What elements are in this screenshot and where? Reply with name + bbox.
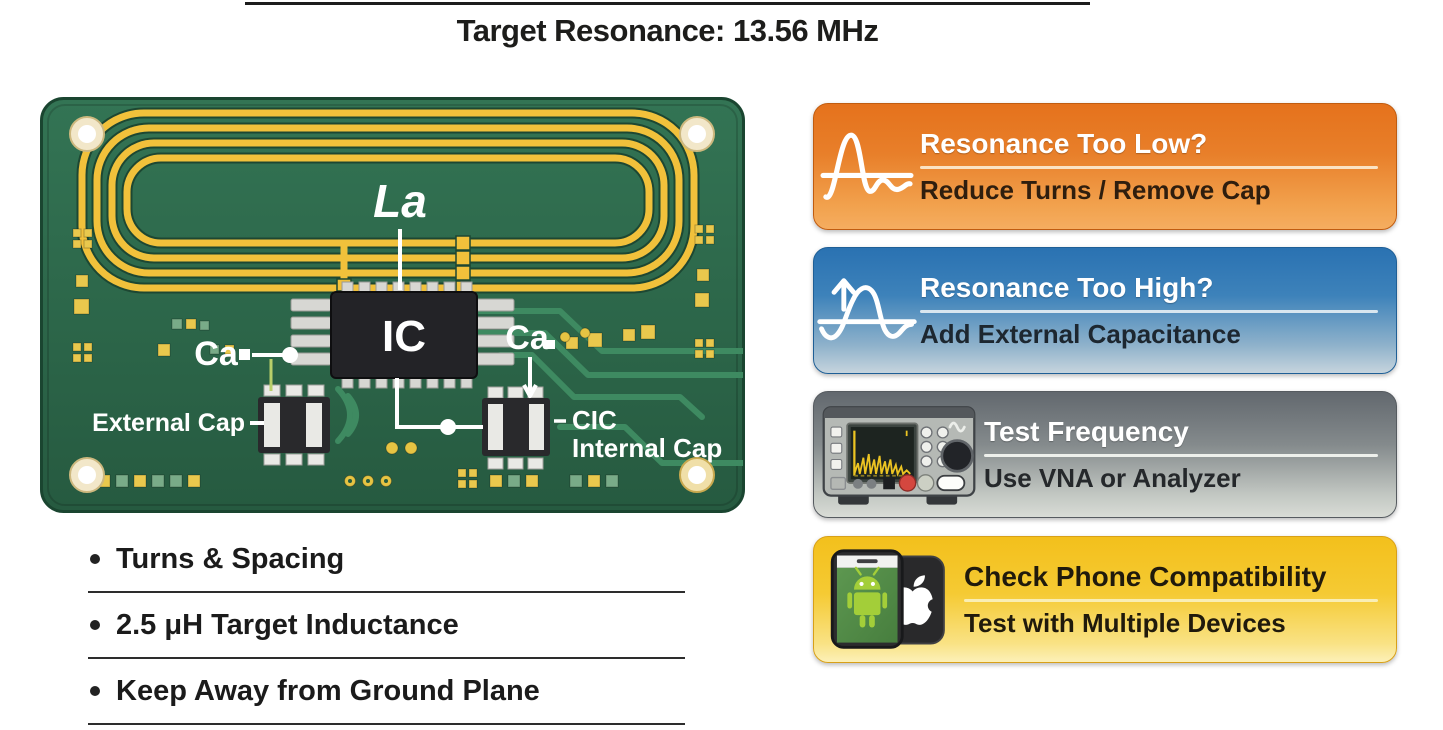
page-title: Target Resonance: 13.56 MHz <box>456 13 879 48</box>
ic-label: IC <box>382 312 426 361</box>
ca-left-label: Ca <box>194 335 239 373</box>
edge-pads <box>72 224 715 489</box>
mounting-holes <box>69 116 715 493</box>
list-item: Turns & Spacing <box>88 527 685 593</box>
design-checklist: Turns & Spacing 2.5 μH Target Inductance… <box>88 527 685 725</box>
bullet-icon <box>90 620 100 630</box>
card-test-frequency: Test Frequency Use VNA or Analyzer <box>813 391 1397 518</box>
spectrum-analyzer-icon <box>814 400 984 510</box>
card-title: Test Frequency <box>984 416 1189 448</box>
checklist-text: 2.5 μH Target Inductance <box>116 608 459 641</box>
pcb-annotations: La Ca External Cap Ca CIC Internal Cap <box>92 175 722 463</box>
falling-sine-wave-icon <box>814 124 920 210</box>
card-check-phone-compatibility: Check Phone Compatibility Test with Mult… <box>813 536 1397 663</box>
bullet-icon <box>90 554 100 564</box>
card-subtitle: Test with Multiple Devices <box>964 607 1286 638</box>
card-title: Resonance Too High? <box>920 272 1214 304</box>
list-item: 2.5 μH Target Inductance <box>88 593 685 659</box>
card-divider <box>920 165 1378 169</box>
checklist-text: Turns & Spacing <box>116 542 345 575</box>
card-title: Resonance Too Low? <box>920 128 1208 160</box>
card-resonance-too-low: Resonance Too Low? Reduce Turns / Remove… <box>813 103 1397 230</box>
card-divider <box>920 309 1378 313</box>
internal-cap-label-line1: CIC <box>572 405 617 435</box>
header-divider <box>245 2 1090 5</box>
external-cap-label: External Cap <box>92 409 245 437</box>
antenna-coil <box>76 107 700 294</box>
pcb-board-graphic: IC <box>40 97 745 513</box>
rising-sine-wave-arrow-icon <box>814 270 920 352</box>
card-subtitle: Use VNA or Analyzer <box>984 462 1241 493</box>
checklist-text: Keep Away from Ground Plane <box>116 674 540 707</box>
android-phone <box>830 548 904 649</box>
card-resonance-too-high: Resonance Too High? Add External Capacit… <box>813 247 1397 374</box>
bullet-icon <box>90 686 100 696</box>
list-item: Keep Away from Ground Plane <box>88 659 685 725</box>
card-title: Check Phone Compatibility <box>964 561 1327 593</box>
coil-label: La <box>373 175 427 227</box>
ic-chip: IC <box>290 281 515 389</box>
ca-right-label: Ca <box>505 319 550 357</box>
card-subtitle: Reduce Turns / Remove Cap <box>920 174 1271 205</box>
card-divider <box>964 598 1378 602</box>
external-cap-component <box>258 384 330 466</box>
card-subtitle: Add External Capacitance <box>920 318 1241 349</box>
internal-cap-component <box>482 386 550 470</box>
card-divider <box>984 453 1378 457</box>
android-and-apple-phones-icon <box>814 547 964 653</box>
